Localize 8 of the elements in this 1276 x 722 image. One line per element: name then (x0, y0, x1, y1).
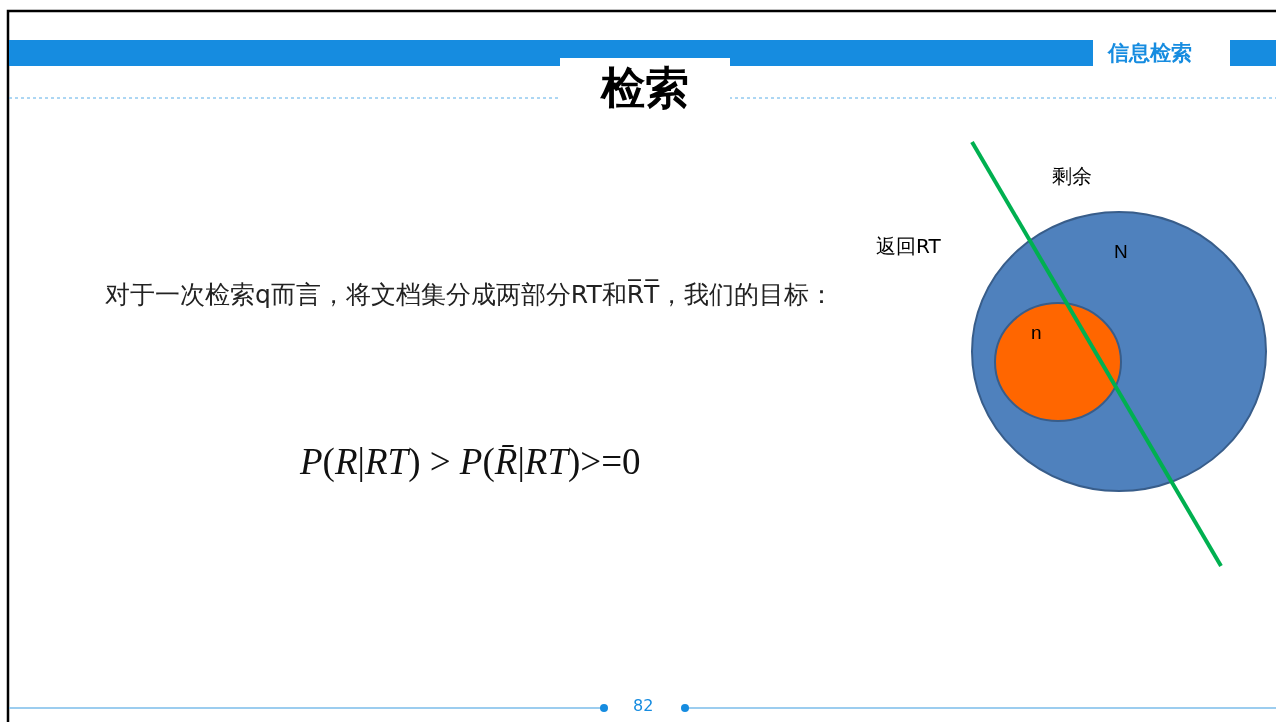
body-paragraph: 对于一次检索q而言，将文档集分成两部分RT和R̅T̅，我们的目标： (105, 278, 835, 311)
page-number: 82 (633, 696, 654, 715)
formula: P(R|RT) > P(R̄|RT)>=0 (300, 440, 641, 483)
region-label: 返回RT (876, 233, 941, 260)
set-label: N (1114, 241, 1128, 263)
set-label: n (1031, 322, 1042, 344)
header-label: 信息检索 (1108, 40, 1192, 66)
region-label: 剩余 (1052, 163, 1092, 190)
